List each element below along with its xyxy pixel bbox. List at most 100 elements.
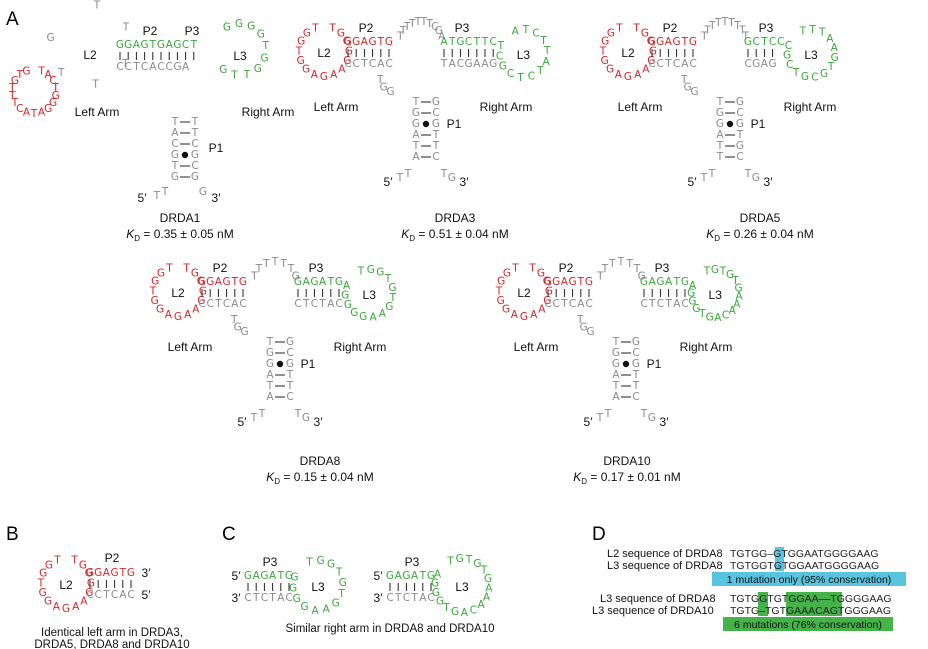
nucleotide: A [119,589,127,601]
five-prime-label: 5′ [688,175,698,189]
nucleotide: T [626,258,634,270]
label-p2: P2 [105,551,120,565]
nucleotide: G [173,61,181,73]
nucleotide: G [310,276,318,288]
nucleotide: C [191,160,198,172]
nucleotide: A [45,69,53,81]
nucleotide: G [350,307,358,319]
label-p1: P1 [647,357,662,371]
nucleotide: G [303,28,311,40]
label-p2: P2 [213,261,228,275]
kd-drda1: KD = 0.35 ± 0.05 nM [126,227,233,243]
label-left-arm: Left Arm [168,340,213,354]
nucleotide: T [741,30,749,42]
nucleotide: G [736,118,744,130]
nucleotide: T [601,263,609,275]
nucleotide: A [311,69,319,81]
nucleotide: G [431,578,439,590]
kd-symbol: K [126,227,135,241]
nucleotide: T [396,30,404,42]
nucleotide: G [647,36,655,48]
nucleotide: T [389,292,397,304]
nucleotide: G [292,270,300,282]
nucleotide: T [648,298,656,310]
nucleotide: T [481,36,489,48]
aptamer-name-drda10: DRDA10 [603,454,651,468]
nucleotide: G [744,36,752,48]
highlight-mutation [758,604,768,616]
three-prime-label: 3′ [764,175,774,189]
nucleotide: T [271,256,279,268]
nucleotide: T [268,592,276,604]
panel-letter-d: D [592,524,606,545]
nucleotide: G [345,45,353,57]
nucleotide: G [692,303,700,315]
label-p3: P3 [185,24,200,38]
nucleotide: G [234,321,242,333]
nucleotide: G [261,52,269,64]
nucleotide: C [385,58,392,70]
nucleotide: G [606,63,614,75]
nucleotide: G [545,285,553,297]
three-prime-label: 3′ [660,415,670,429]
nucleotide: C [689,58,696,70]
nucleotide: G [607,28,615,40]
label-left-arm: Left Arm [75,105,120,119]
nucleotide: T [70,555,78,567]
nucleotide: A [269,570,277,582]
nucleotide: A [649,276,657,288]
nucleotide: C [465,36,472,48]
nucleotide: C [490,36,497,48]
nucleotide: T [414,16,422,28]
nucleotide: T [252,592,260,604]
nucleotide: T [473,36,481,48]
nucleotide: G [343,36,351,48]
nucleotide: T [448,36,456,48]
nucleotide: G [448,172,456,184]
nucleotide: A [615,69,623,81]
label-left-arm: Left Arm [514,340,559,354]
row2-label: L3 sequence of DRDA8 [607,560,723,572]
nucleotide: T [171,116,179,128]
label-left-arm: Left Arm [314,100,359,114]
nucleotide: T [286,380,294,392]
nucleotide: T [680,74,688,86]
note-2-background [723,617,893,631]
aptamer-name-drda8: DRDA8 [300,454,341,468]
nucleotide: G [641,28,649,40]
three-prime-label: 3′ [314,415,324,429]
kd-subscript: D [581,477,587,486]
nucleotide: T [511,263,519,275]
nucleotide: A [312,605,320,617]
nucleotide: G [199,186,207,198]
nucleotide: T [632,380,640,392]
nucleotide: G [716,118,724,130]
nucleotide: G [386,86,394,98]
label-l3: L3 [455,580,469,594]
nucleotide: G [388,282,396,294]
label-right-arm: Right Arm [334,340,387,354]
label-l3: L3 [233,49,247,63]
nucleotide: C [386,592,393,604]
nucleotide: A [612,391,620,403]
nucleotide: A [361,36,369,48]
row3-label: L3 sequence of DRDA8 [600,593,716,605]
nucleotide: G [235,18,243,30]
nucleotide: A [303,276,311,288]
nucleotide: A [729,305,737,317]
nucleotide: T [161,186,169,198]
panel-letter-a: A [6,9,19,30]
nucleotide: G [402,570,410,582]
kd-symbol: K [573,470,582,484]
nucleotide: G [656,36,664,48]
nucleotide: T [664,58,672,70]
nucleotide: G [219,64,227,76]
nucleotide: T [250,270,258,282]
nucleotide: C [182,39,189,51]
nucleotide: A [761,58,769,70]
nucleotide: A [277,592,285,604]
nucleotide: G [586,326,594,338]
nucleotide: T [733,20,741,32]
kd-subscript: D [409,234,415,243]
